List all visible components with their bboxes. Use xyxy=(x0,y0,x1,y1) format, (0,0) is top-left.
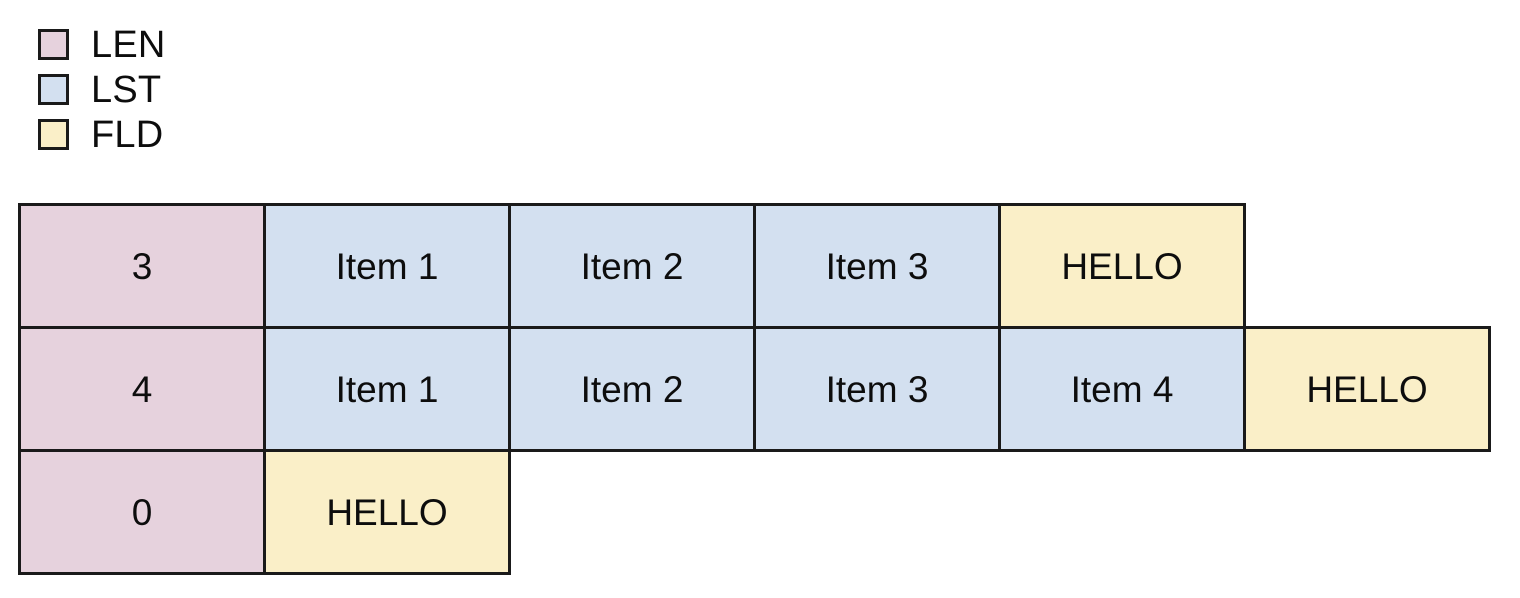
legend-label-len: LEN xyxy=(91,23,166,66)
legend-label-fld: FLD xyxy=(91,113,164,156)
table-cell-len: 0 xyxy=(18,449,266,575)
legend-swatch-len xyxy=(38,29,69,60)
table-cell-lst: Item 1 xyxy=(263,326,511,452)
legend-label-lst: LST xyxy=(91,68,162,111)
table-cell-lst: Item 3 xyxy=(753,326,1001,452)
table-cell-lst: Item 3 xyxy=(753,203,1001,329)
table-cell-len: 3 xyxy=(18,203,266,329)
legend-item-fld: FLD xyxy=(38,112,166,157)
table-cell-fld: HELLO xyxy=(1243,326,1491,452)
legend-swatch-lst xyxy=(38,74,69,105)
table-cell-lst: Item 2 xyxy=(508,203,756,329)
table-cell-fld: HELLO xyxy=(998,203,1246,329)
table-cell-len: 4 xyxy=(18,326,266,452)
legend-swatch-fld xyxy=(38,119,69,150)
table-cell-lst: Item 4 xyxy=(998,326,1246,452)
legend-item-lst: LST xyxy=(38,67,166,112)
legend-item-len: LEN xyxy=(38,22,166,67)
table-cell-fld: HELLO xyxy=(263,449,511,575)
table-cell-lst: Item 2 xyxy=(508,326,756,452)
table-cell-lst: Item 1 xyxy=(263,203,511,329)
